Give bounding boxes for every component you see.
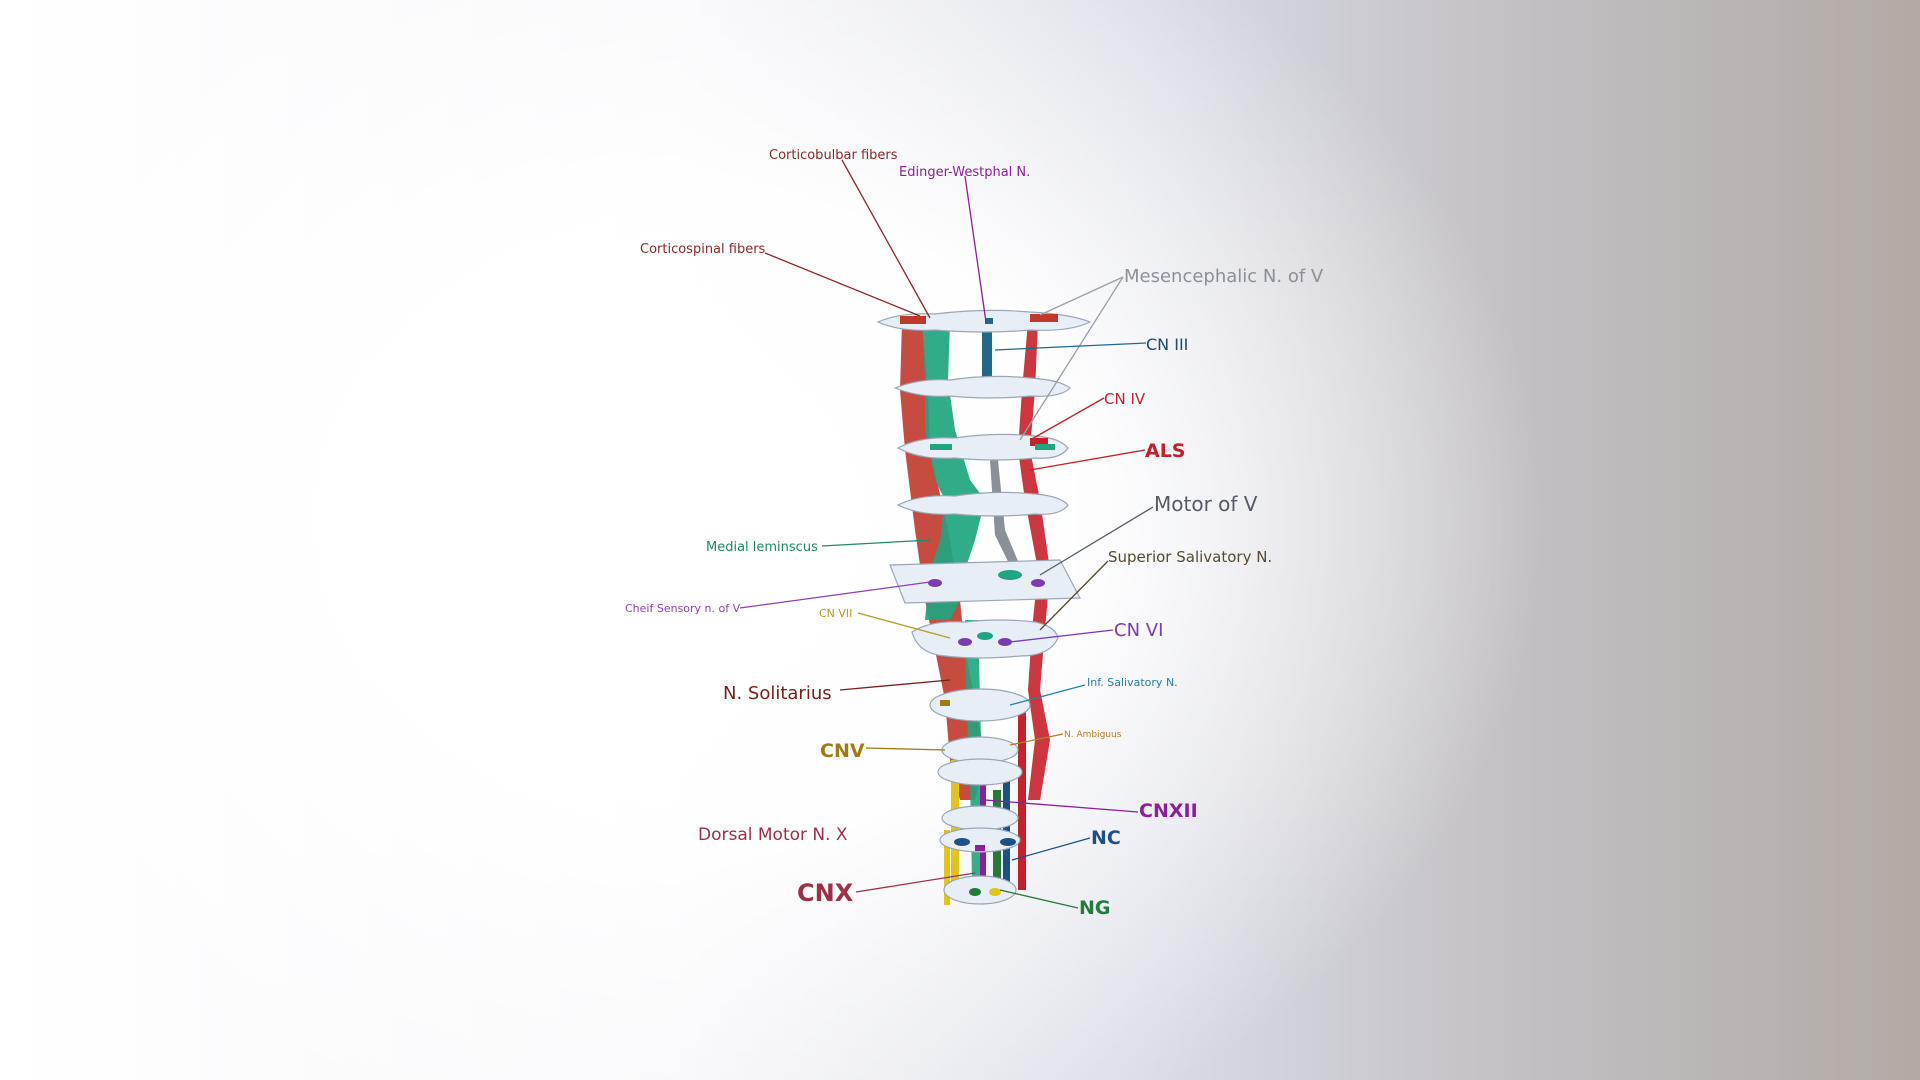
label-mesencephalic-v: Mesencephalic N. of V xyxy=(1124,266,1324,287)
nucleus-nc xyxy=(954,838,970,846)
label-n-ambiguus: N. Ambiguus xyxy=(1064,730,1122,740)
leader-cn-vii xyxy=(857,612,951,639)
label-cn-vii: CN VII xyxy=(819,607,852,620)
leader-lines xyxy=(739,159,1154,909)
nucleus-yellow xyxy=(989,888,1001,896)
label-cn-iv: CN IV xyxy=(1104,390,1146,408)
nucleus-nc-r xyxy=(1000,838,1016,846)
label-chief-sensory-v: Cheif Sensory n. of V xyxy=(625,602,741,615)
nucleus-cnxii xyxy=(975,845,985,851)
nucleus-chief-sensory xyxy=(928,579,942,587)
slice-medulla-3 xyxy=(937,758,1023,786)
slice-midbrain-lower xyxy=(893,375,1071,399)
nucleus-cnvi-r xyxy=(998,638,1012,646)
label-n-solitarius: N. Solitarius xyxy=(723,683,832,704)
label-corticospinal: Corticospinal fibers xyxy=(640,242,766,257)
label-corticobulbar: Corticobulbar fibers xyxy=(769,148,898,163)
nucleus-ng xyxy=(969,888,981,896)
leader-inf-salivatory xyxy=(1009,684,1086,706)
label-motor-v: Motor of V xyxy=(1154,492,1258,516)
nucleus-ew xyxy=(985,318,993,324)
label-superior-salivatory: Superior Salivatory N. xyxy=(1108,548,1272,566)
nucleus-green-1 xyxy=(930,444,952,450)
leader-cn-iii xyxy=(994,342,1147,351)
leader-cnv xyxy=(865,747,946,751)
label-inf-salivatory: Inf. Salivatory N. xyxy=(1087,676,1178,689)
nucleus-green-3 xyxy=(998,570,1022,580)
leader-corticospinal xyxy=(764,252,921,317)
label-ng: NG xyxy=(1079,897,1111,919)
label-cnxii: CNXII xyxy=(1139,800,1198,822)
label-cn-iii: CN III xyxy=(1146,335,1188,354)
slice-medulla-1 xyxy=(929,688,1031,722)
leader-cnxii xyxy=(984,799,1139,813)
leader-mesencephalic-1 xyxy=(1039,276,1124,316)
label-edinger-westphal: Edinger-Westphal N. xyxy=(899,165,1030,180)
red-lower-column xyxy=(1018,700,1026,890)
leader-als xyxy=(1029,449,1146,471)
leader-cn-vi xyxy=(1009,629,1114,643)
slice-pons-mid xyxy=(896,491,1069,517)
label-cn-vi: CN VI xyxy=(1114,620,1163,641)
nucleus-green-4 xyxy=(977,632,993,640)
leader-cn-iv xyxy=(1029,397,1105,441)
nucleus-cnvi-l xyxy=(958,638,972,646)
leader-nc xyxy=(1011,837,1091,861)
label-medial-lemniscus: Medial leminscus xyxy=(706,540,818,555)
leader-cnx xyxy=(855,872,976,893)
leader-n-solitarius xyxy=(839,679,951,691)
nuclei-accents xyxy=(900,314,1058,896)
brainstem-slices xyxy=(876,309,1092,905)
slice-medulla-4 xyxy=(941,805,1019,831)
nc-column xyxy=(1003,770,1010,890)
nucleus-cnv xyxy=(940,700,950,706)
nucleus-red-1 xyxy=(900,316,926,324)
leader-ng xyxy=(999,889,1079,909)
leader-chief-sensory xyxy=(739,581,931,609)
yellow-lower-column xyxy=(944,830,950,905)
label-cnx: CNX xyxy=(797,879,854,907)
labels: Corticobulbar fibers Edinger-Westphal N.… xyxy=(625,148,1324,919)
label-dorsal-motor-x: Dorsal Motor N. X xyxy=(698,825,848,845)
slice-medulla-5 xyxy=(939,827,1021,853)
leader-n-ambiguus xyxy=(1009,733,1064,746)
cn-iii-stalk xyxy=(982,325,992,393)
leader-motor-v xyxy=(1039,506,1154,576)
leader-edinger-westphal xyxy=(964,175,987,323)
nucleus-cniv xyxy=(1030,438,1048,446)
nucleus-green-2 xyxy=(1035,444,1055,450)
label-nc: NC xyxy=(1091,827,1121,849)
leader-corticobulbar xyxy=(841,159,931,319)
label-als: ALS xyxy=(1145,440,1186,462)
slice-pons-large xyxy=(889,559,1081,604)
leader-superior-salivatory xyxy=(1039,560,1109,631)
leader-medial-lemniscus xyxy=(821,539,931,547)
label-cnv: CNV xyxy=(820,740,865,762)
slice-pons-upper xyxy=(896,433,1069,461)
leader-mesencephalic-2 xyxy=(1019,276,1124,441)
nucleus-red-2 xyxy=(1030,314,1058,322)
nucleus-purple-r xyxy=(1031,579,1045,587)
